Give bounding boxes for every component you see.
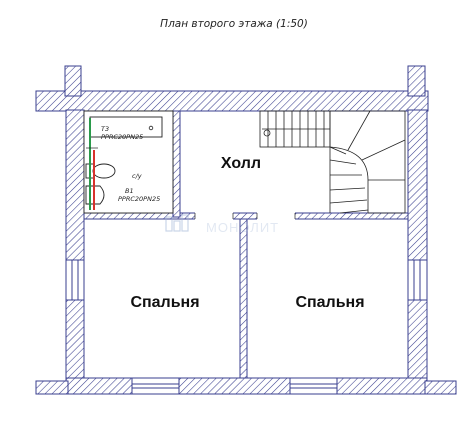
drain-icon [148,125,154,131]
bathroom: Т3 PPRC20PN25 с/у В1 PPRC20PN25 [83,110,174,214]
riser-t3-code: Т3 [101,125,109,133]
side-windows [65,259,428,301]
toilet-label: с/у [132,172,142,180]
room-label-bedroom-right: Спальня [295,294,364,311]
watermark: МОНОЛИТ [165,214,279,235]
room-label-hall: Холл [221,155,261,172]
staircase [259,110,406,214]
room-label-bedroom-left: Спальня [130,294,199,311]
interior-partitions [83,110,409,379]
bottom-windows [131,377,338,395]
riser-b1-pipe: PPRC20PN25 [118,195,160,203]
riser-b1-code: В1 [125,187,134,195]
wall-outlines [35,91,456,395]
plan-title: План второго этажа (1:50) [160,18,308,30]
watermark-text: МОНОЛИТ [206,220,279,235]
doors [195,212,295,220]
riser-t3-pipe: PPRC20PN25 [101,133,143,141]
